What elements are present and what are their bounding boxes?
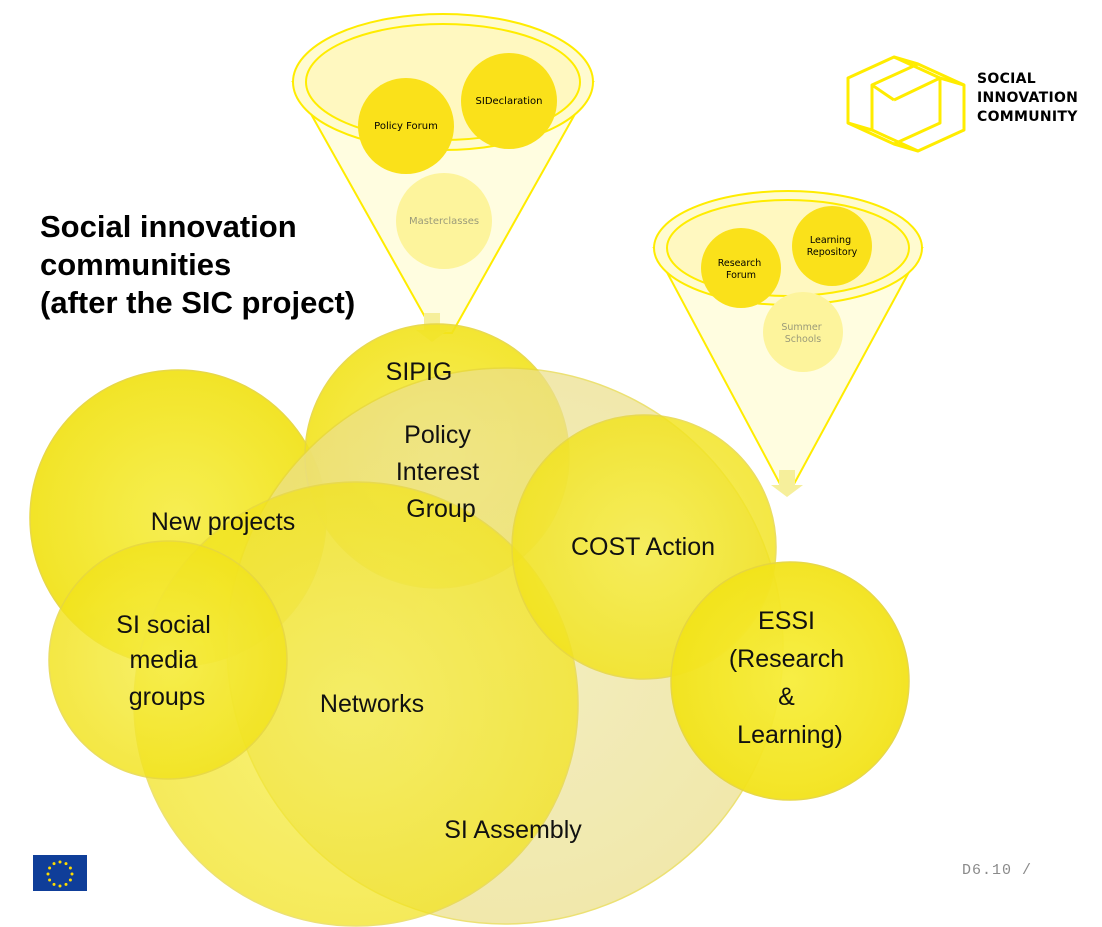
research-funnel: Research Forum Learning Repository Summe… (652, 190, 924, 497)
research-forum-bubble (701, 228, 781, 308)
eu-flag-icon (33, 855, 87, 891)
summer-schools-label: Summer Schools (781, 322, 824, 345)
summer-schools-bubble (763, 292, 843, 372)
title-line: Social innovation (40, 209, 297, 244)
policy-interest-group-label: Policy Interest Group (396, 421, 486, 523)
community-circles (29, 323, 910, 927)
networks-label: Networks (320, 690, 424, 718)
learning-repository-bubble (792, 206, 872, 286)
sipig-label: SIPIG (386, 358, 453, 386)
logo-line: COMMUNITY (977, 109, 1078, 125)
si-social-media-circle (48, 540, 288, 780)
si-social-media-label: SI social media groups (116, 611, 217, 711)
masterclasses-label: Masterclasses (409, 216, 479, 227)
page-reference: D6.10 / (962, 862, 1033, 879)
sideclaration-label: SIDeclaration (476, 96, 543, 107)
title-line: communities (40, 247, 232, 282)
title-line: (after the SIC project) (40, 285, 356, 320)
essi-label: ESSI (Research & Learning) (729, 607, 851, 749)
si-assembly-label: SI Assembly (444, 816, 582, 844)
essi-circle (670, 561, 910, 801)
logo-line: SOCIAL (977, 71, 1037, 87)
new-projects-label: New projects (151, 508, 296, 536)
masterclasses-bubble (396, 173, 492, 269)
cost-action-label: COST Action (571, 533, 715, 561)
research-forum-label: Research Forum (718, 258, 765, 281)
logo-wordmark: SOCIAL INNOVATION COMMUNITY (977, 70, 1078, 127)
research-funnel-arrow-icon (771, 470, 803, 497)
research-funnel-inner-rim (666, 199, 910, 297)
learning-repository-label: Learning Repository (807, 235, 858, 258)
policy-funnel: Policy Forum SIDeclaration Masterclasses (291, 13, 595, 342)
policy-forum-bubble (358, 78, 454, 174)
sideclaration-bubble (461, 53, 557, 149)
policy-forum-label: Policy Forum (374, 121, 438, 132)
page-title: Social innovation communities (after the… (40, 208, 400, 322)
logo-line: INNOVATION (977, 90, 1079, 106)
sic-logo-icon (846, 55, 966, 153)
